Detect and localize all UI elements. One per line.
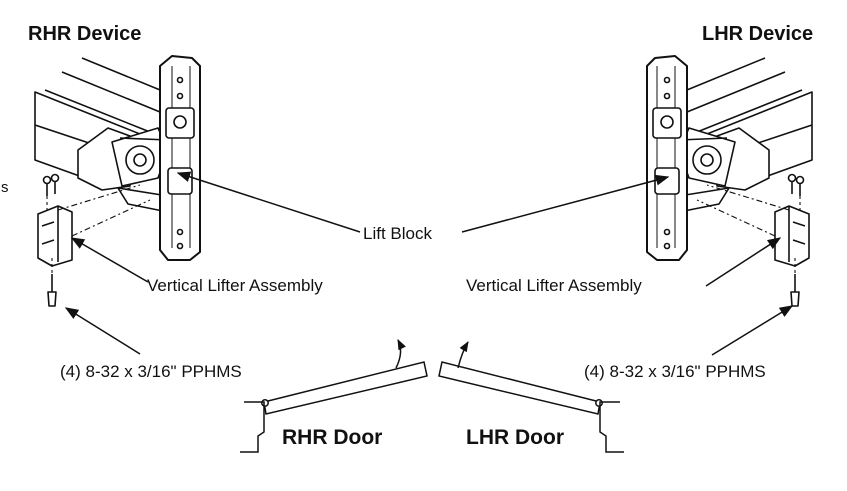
screws-arrow-left	[64, 307, 141, 355]
vertical-lifter-arrow-left	[70, 237, 149, 283]
door-schematics	[240, 339, 624, 453]
lift-block-arrow-right	[461, 174, 670, 233]
leader-arrows	[64, 171, 794, 356]
vertical-lifter-label-left: Vertical Lifter Assembly	[147, 276, 323, 295]
rhr-door-label: RHR Door	[282, 426, 383, 449]
screws-arrow-right	[711, 305, 794, 356]
lhr-door-leaf	[438, 341, 624, 453]
rhr-door-leaf	[240, 339, 428, 453]
lhr-device-label: LHR Device	[702, 23, 814, 45]
rhr-device-drawing	[34, 55, 201, 307]
screws-label-left: (4) 8-32 x 3/16" PPHMS	[60, 362, 242, 381]
rhr-device-label: RHR Device	[28, 23, 142, 45]
lift-block-arrow-left	[176, 171, 361, 233]
edge-text-fragment: s	[1, 179, 9, 196]
screws-label-right: (4) 8-32 x 3/16" PPHMS	[584, 362, 766, 381]
vertical-lifter-arrow-right	[705, 237, 782, 287]
lhr-door-label: LHR Door	[466, 426, 564, 449]
vertical-lifter-label-right: Vertical Lifter Assembly	[466, 276, 642, 295]
lhr-device-drawing	[646, 55, 813, 307]
lift-block-label: Lift Block	[363, 224, 432, 243]
